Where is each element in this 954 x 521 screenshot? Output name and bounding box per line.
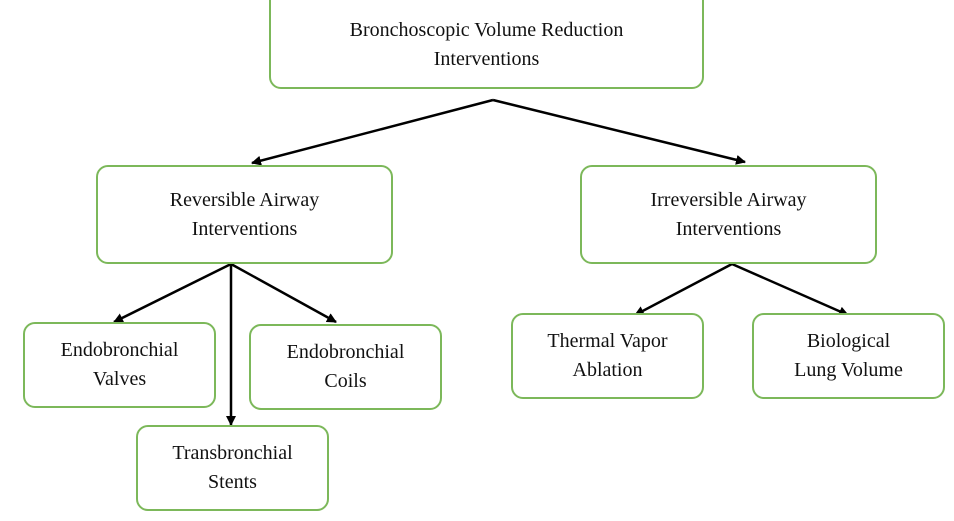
arrow-root-to-reversible	[251, 98, 494, 166]
node-biological-line1: Biological	[806, 330, 891, 352]
node-coils-line2: Coils	[324, 370, 367, 392]
node-root-line2: Interventions	[433, 47, 540, 70]
node-reversible-line1: Reversible Airway	[169, 188, 320, 211]
node-thermal: Thermal Vapor Ablation	[511, 313, 704, 399]
node-reversible-line2: Interventions	[191, 217, 298, 240]
arrow-reversible-to-coils	[230, 262, 337, 324]
node-reversible: Reversible Airway Interventions	[96, 165, 393, 264]
node-root: Bronchoscopic Volume Reduction Intervent…	[269, 0, 704, 89]
node-thermal-line2: Ablation	[572, 359, 643, 381]
node-stents-line2: Stents	[208, 471, 257, 493]
node-stents-line1: Transbronchial	[172, 442, 293, 464]
node-biological: Biological Lung Volume	[752, 313, 945, 399]
arrow-root-to-irreversible	[492, 98, 746, 165]
node-irreversible-line1: Irreversible Airway	[650, 188, 807, 211]
node-irreversible: Irreversible Airway Interventions	[580, 165, 877, 264]
node-valves-line2: Valves	[92, 368, 147, 390]
node-valves: Endobronchial Valves	[23, 322, 216, 408]
node-biological-line2: Lung Volume	[794, 359, 903, 381]
node-root-line1: Bronchoscopic Volume Reduction	[349, 18, 624, 41]
node-stents: Transbronchial Stents	[136, 425, 329, 511]
node-coils-line1: Endobronchial	[286, 341, 405, 363]
node-coils: Endobronchial Coils	[249, 324, 442, 410]
arrow-irreversible-to-biological	[731, 262, 849, 317]
node-thermal-line1: Thermal Vapor	[547, 330, 668, 352]
node-valves-line1: Endobronchial	[60, 339, 179, 361]
arrow-reversible-to-valves	[113, 262, 232, 324]
arrow-irreversible-to-thermal	[634, 262, 733, 317]
node-irreversible-line2: Interventions	[675, 217, 782, 240]
